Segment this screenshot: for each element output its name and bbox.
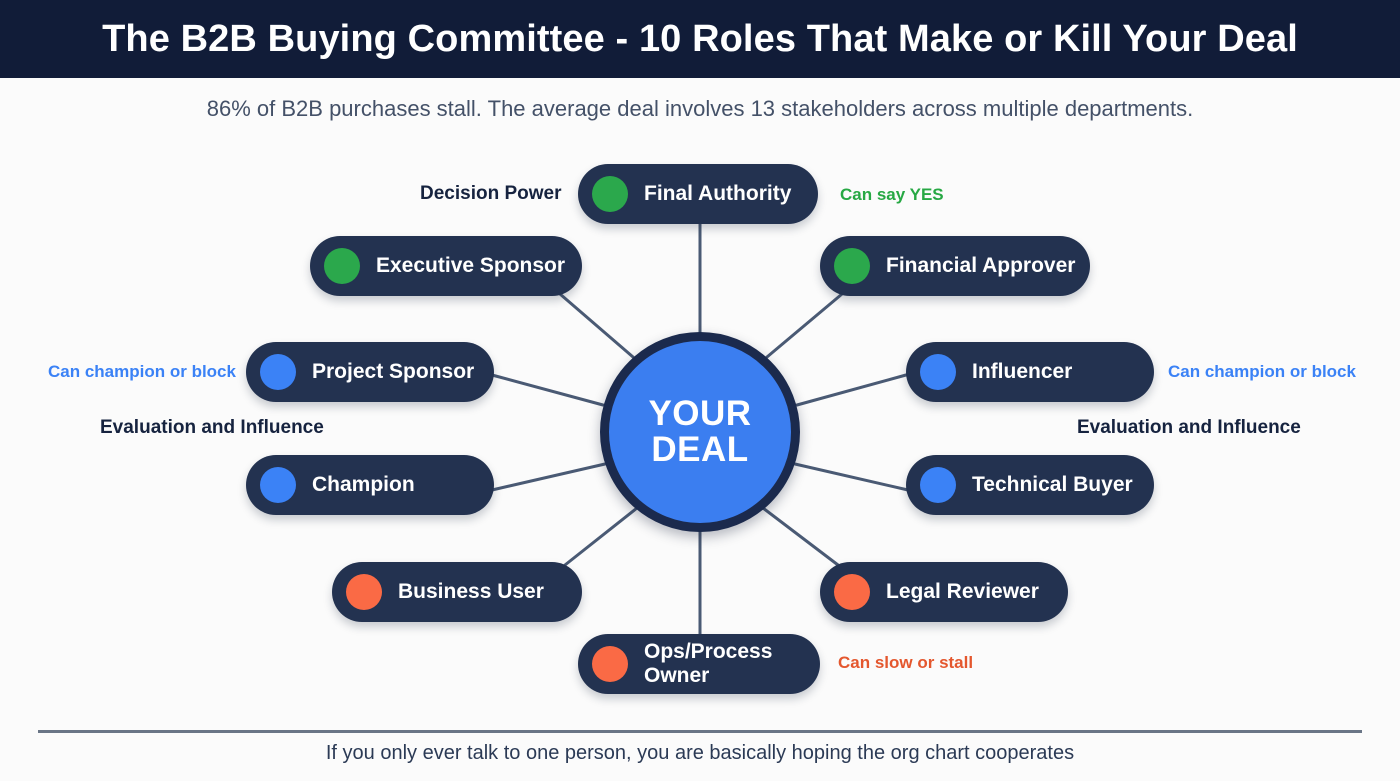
annotation-can-say-yes: Can say YES [840, 185, 944, 204]
role-label: Project Sponsor [312, 360, 475, 384]
footer-divider [38, 730, 1362, 733]
role-label: Technical Buyer [972, 473, 1133, 497]
role-label: Business User [398, 580, 544, 604]
role-pill-champion[interactable]: Champion [246, 455, 494, 515]
role-pill-technical-buyer[interactable]: Technical Buyer [906, 455, 1154, 515]
role-dot-green-icon [834, 248, 870, 284]
connector-executive-sponsor [558, 292, 635, 359]
center-hub[interactable]: YOUR DEAL [600, 332, 800, 532]
role-pill-legal-reviewer[interactable]: Legal Reviewer [820, 562, 1068, 622]
role-dot-green-icon [324, 248, 360, 284]
role-label: Final Authority [644, 182, 792, 206]
subtitle: 86% of B2B purchases stall. The average … [206, 96, 1194, 121]
connector-influencer [795, 373, 908, 407]
connector-business-user [563, 506, 639, 567]
role-label: Executive Sponsor [376, 254, 566, 278]
page-title: The B2B Buying Committee - 10 Roles That… [102, 17, 1298, 60]
role-dot-orange-icon [346, 574, 382, 610]
role-label: Legal Reviewer [886, 580, 1039, 604]
role-dot-blue-icon [920, 354, 956, 390]
annotation-can-champion-or-block-left: Can champion or block [48, 362, 236, 381]
connector-project-sponsor [490, 373, 605, 407]
annotation-evaluation-and-influence-right: Evaluation and Influence [1077, 417, 1301, 438]
connector-financial-approver [765, 292, 844, 359]
connector-technical-buyer [793, 462, 910, 492]
role-pill-financial-approver[interactable]: Financial Approver [820, 236, 1090, 296]
role-pill-ops-process-owner[interactable]: Ops/Process Owner [578, 634, 820, 694]
role-label: Financial Approver [886, 254, 1076, 278]
connector-champion [490, 462, 607, 492]
role-dot-blue-icon [260, 354, 296, 390]
role-pill-executive-sponsor[interactable]: Executive Sponsor [310, 236, 582, 296]
annotation-evaluation-and-influence-left: Evaluation and Influence [100, 417, 324, 438]
hub-label-line1: YOUR [648, 393, 752, 433]
role-label: Ops/Process Owner [644, 640, 773, 687]
role-pill-business-user[interactable]: Business User [332, 562, 582, 622]
role-pill-project-sponsor[interactable]: Project Sponsor [246, 342, 494, 402]
footer-caption: If you only ever talk to one person, you… [325, 742, 1075, 764]
role-dot-orange-icon [834, 574, 870, 610]
annotation-can-champion-or-block-right: Can champion or block [1168, 362, 1356, 381]
role-dot-blue-icon [920, 467, 956, 503]
role-label: Champion [312, 473, 415, 497]
annotation-decision-power: Decision Power [420, 183, 562, 204]
role-dot-orange-icon [592, 646, 628, 682]
role-label: Influencer [972, 360, 1073, 384]
hub-label-line2: DEAL [651, 430, 749, 469]
header-band: The B2B Buying Committee - 10 Roles That… [0, 0, 1400, 78]
role-pill-final-authority[interactable]: Final Authority [578, 164, 818, 224]
connector-legal-reviewer [761, 506, 840, 567]
annotation-can-slow-or-stall: Can slow or stall [838, 653, 974, 672]
role-dot-blue-icon [260, 467, 296, 503]
role-pill-influencer[interactable]: Influencer [906, 342, 1154, 402]
role-dot-green-icon [592, 176, 628, 212]
